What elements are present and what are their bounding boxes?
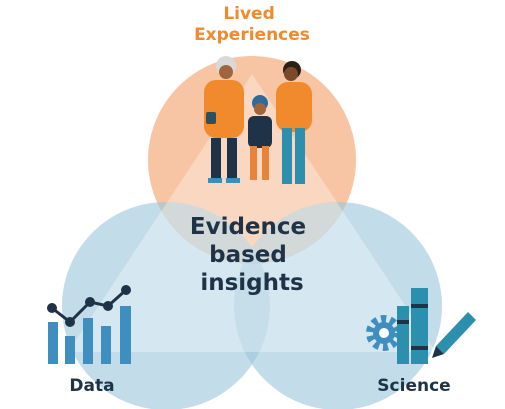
bar-line-chart-icon	[47, 285, 131, 364]
data-label: Data	[69, 376, 114, 396]
science-label: Science	[377, 376, 450, 396]
evidence-triangle	[68, 74, 436, 352]
science-circle	[234, 202, 442, 409]
people-group-icon	[204, 56, 312, 184]
evidence-insights-label: Evidence based insights	[190, 214, 314, 296]
pencil-icon	[432, 312, 476, 358]
lived-experiences-label: Lived Experiences	[194, 4, 310, 45]
books-icon	[397, 288, 428, 364]
data-circle	[62, 202, 270, 409]
